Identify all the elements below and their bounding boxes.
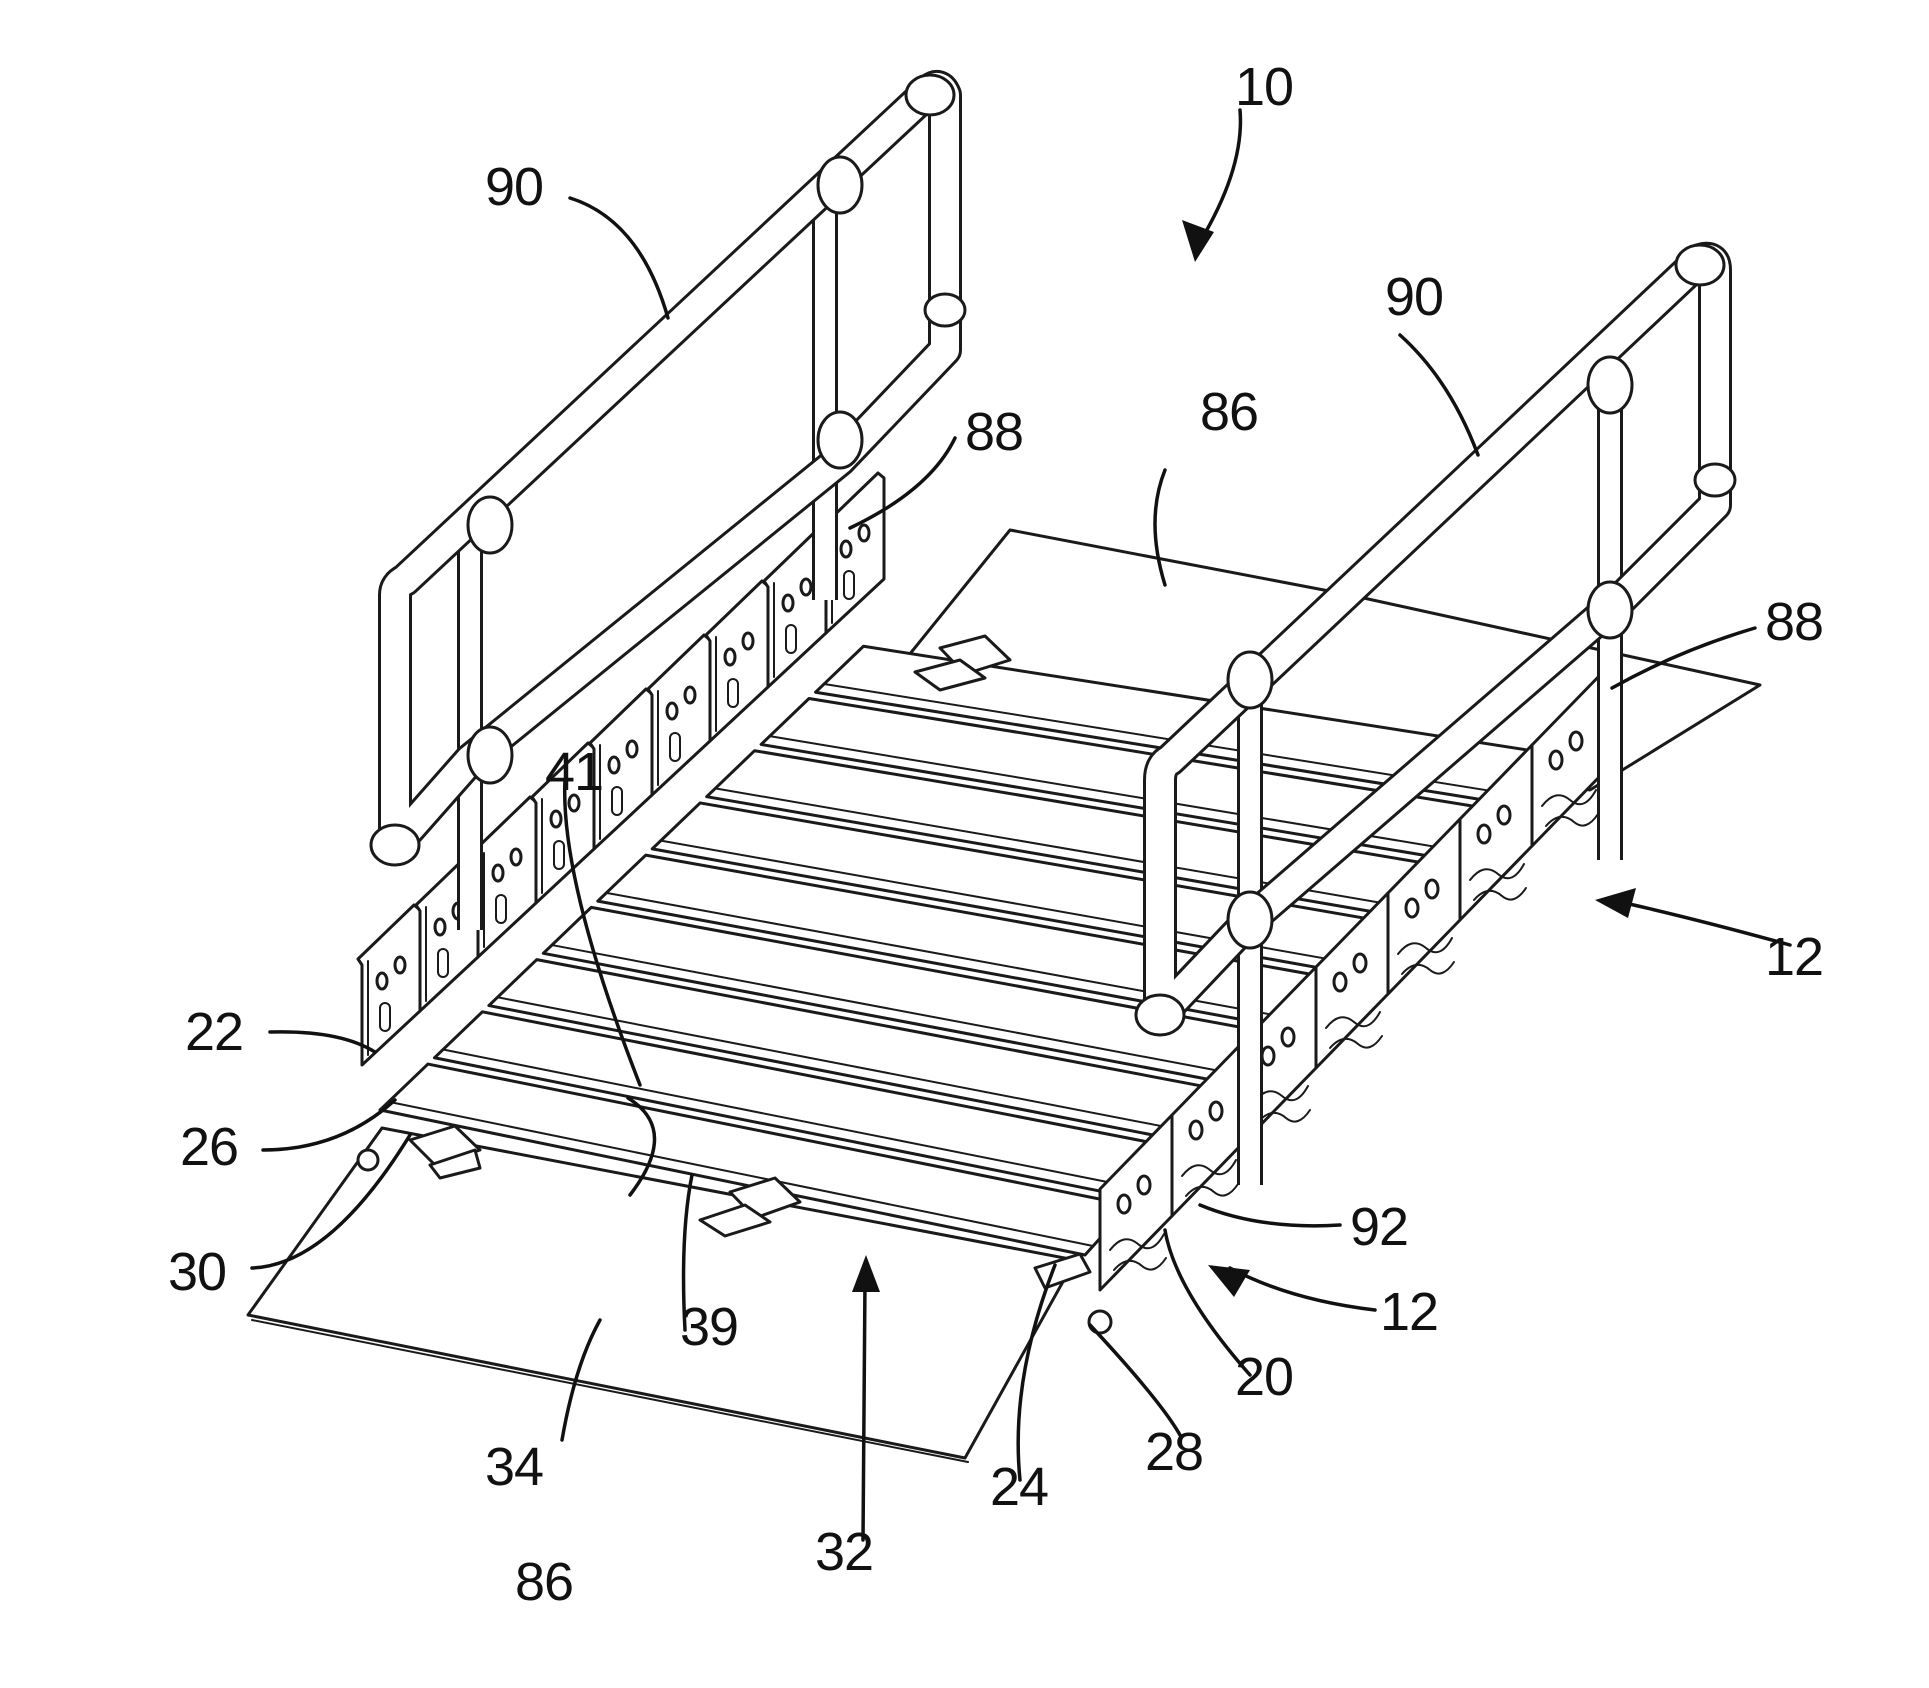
label-post-left: 88 — [965, 402, 1023, 462]
label-handrail-right: 90 — [1385, 267, 1443, 327]
connector-hole — [1210, 1102, 1222, 1120]
rail-pin — [358, 1150, 378, 1170]
rail-hole — [627, 741, 637, 757]
connector-hole — [1262, 1047, 1274, 1065]
label-module-front: 12 — [1380, 1282, 1438, 1342]
rail-hole — [609, 757, 619, 773]
label-post-right: 88 — [1765, 592, 1823, 652]
label-tread-edge: 41 — [545, 742, 603, 802]
label-ramp-back: 86 — [1200, 382, 1258, 442]
label-rail-right: 24 — [990, 1457, 1048, 1517]
rail-hole — [511, 849, 521, 865]
connector-hole — [1354, 954, 1366, 972]
connector-hole — [1406, 899, 1418, 917]
connector-hole — [1498, 806, 1510, 824]
rail-hole — [685, 687, 695, 703]
label-tread-gap: 39 — [680, 1297, 738, 1357]
connector-hole — [1478, 825, 1490, 843]
label-tread: 34 — [485, 1437, 543, 1497]
label-clamp: 92 — [1350, 1197, 1408, 1257]
label-connector: 20 — [1235, 1347, 1293, 1407]
connector-hole — [1334, 973, 1346, 991]
rail-hole — [743, 633, 753, 649]
connector-hole — [1550, 751, 1562, 769]
rail-hole — [395, 957, 405, 973]
connector-hole — [1138, 1176, 1150, 1194]
connector-hole — [1190, 1121, 1202, 1139]
label-deck: 32 — [815, 1522, 873, 1582]
rail-hole — [551, 811, 561, 827]
label-pin: 28 — [1145, 1422, 1203, 1482]
rail-hole — [493, 865, 503, 881]
label-module-right: 12 — [1765, 927, 1823, 987]
label-rail-hole: 26 — [180, 1117, 238, 1177]
connector-hole — [1570, 732, 1582, 750]
rail-hole — [725, 649, 735, 665]
label-assembly: 10 — [1235, 57, 1293, 117]
connector-hole — [1426, 880, 1438, 898]
rail-hole — [377, 973, 387, 989]
rail-hole — [841, 541, 851, 557]
rail-hole — [435, 919, 445, 935]
label-rail-flange: 30 — [168, 1242, 226, 1302]
connector-hole — [1118, 1195, 1130, 1213]
label-handrail-left: 90 — [485, 157, 543, 217]
rail-hole — [801, 579, 811, 595]
label-ramp-front: 86 — [515, 1552, 573, 1612]
label-side-rail: 22 — [185, 1002, 243, 1062]
rail-hole — [783, 595, 793, 611]
connector-hole — [1282, 1028, 1294, 1046]
rail-hole — [859, 525, 869, 541]
rail-hole — [667, 703, 677, 719]
